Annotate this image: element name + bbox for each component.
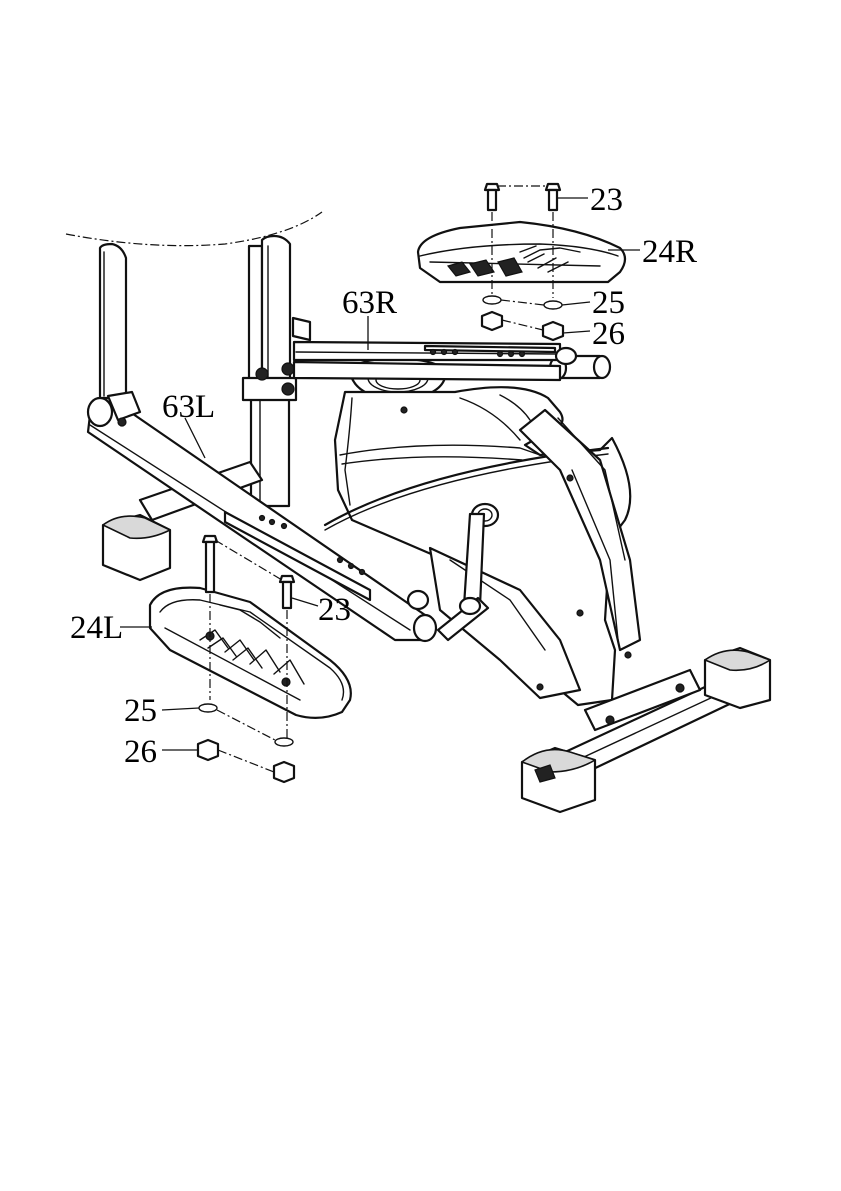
part-label-23-bottom: 23 <box>318 592 351 628</box>
part-label-23-top: 23 <box>590 182 623 218</box>
part-label-26-top: 26 <box>592 316 625 352</box>
part-label-63R: 63R <box>342 285 397 321</box>
part-label-24R: 24R <box>642 234 697 270</box>
part-label-63L: 63L <box>162 389 215 425</box>
part-label-26-bottom: 26 <box>124 734 157 770</box>
pedal-arm-right-63R <box>294 342 576 380</box>
part-label-24L: 24L <box>70 610 123 646</box>
part-label-25-bottom: 25 <box>124 693 157 729</box>
pedal-right-24R <box>418 222 625 282</box>
